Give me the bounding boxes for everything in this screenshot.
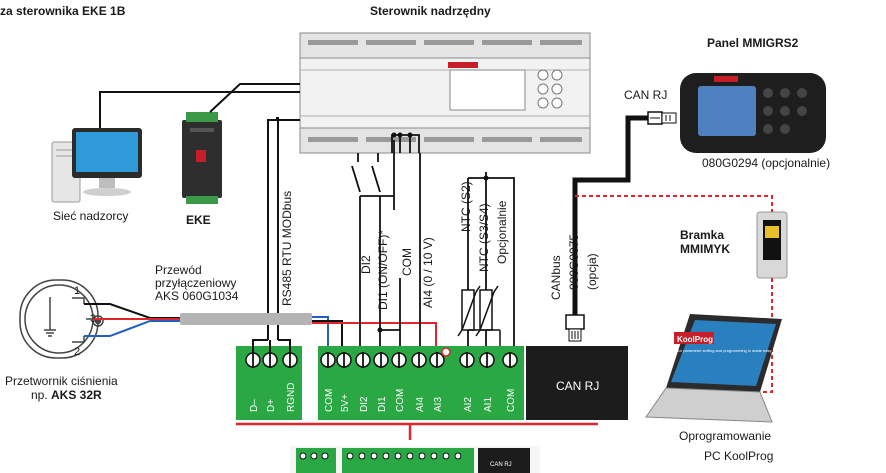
ai4-label: AI4 (0 / 10 V) (421, 237, 435, 308)
koolprog-screen-title: KoolProg (677, 335, 713, 344)
com-label: COM (400, 248, 414, 276)
panel-part-label: 080G0294 (opcjonalnie) (702, 156, 830, 170)
terminal-label-com-1: COM (324, 389, 335, 412)
transducer-label-1: Przetwornik ciśnienia (5, 374, 118, 388)
terminal-label-di1: DI1 (377, 396, 388, 412)
terminal-label-d-plus: D+ (266, 399, 277, 412)
di2-label: DI2 (359, 255, 373, 274)
terminal-label-ai2: AI2 (463, 397, 474, 412)
rj-connector-panel-icon (647, 111, 677, 125)
danfoss-logo-icon (448, 62, 478, 68)
panel-mmigrs2-icon (680, 73, 826, 153)
canbus-option-label: (opcja) (585, 253, 599, 290)
gateway-label-2: MMIMYK (680, 242, 730, 256)
rs485-label: RS485 RTU MODbus (280, 191, 294, 306)
di1-label: DI1 (ON/OFF)* (376, 230, 390, 310)
sensor-cable (180, 313, 312, 325)
koolprog-screen-tagline: Your parameter setting and programming i… (674, 348, 771, 353)
terminal-label-d-minus: D– (249, 399, 260, 412)
controller-mini-icon (290, 446, 540, 473)
sensor-pin-1: 1 (74, 285, 80, 297)
cable-label-2: przyłączeniowy (155, 276, 236, 290)
terminal-block-left (236, 346, 302, 420)
cable-label-1: Przewód (155, 263, 202, 277)
terminal-label-ai1: AI1 (483, 397, 494, 412)
ntc-s2-label: NTC (S2) (459, 181, 473, 232)
page-title-fragment: za sterownika EKE 1B (0, 4, 126, 18)
controller-display (449, 69, 526, 111)
can-rj-box (526, 346, 628, 420)
terminal-label-com-2: COM (395, 389, 406, 412)
ai3-marker-icon (441, 347, 451, 357)
supervisor-computer-icon (51, 128, 142, 203)
eke-module-icon (182, 112, 222, 204)
software-label-2: PC KoolProg (704, 449, 773, 463)
transducer-label-2: np. AKS 32R (31, 388, 102, 402)
canbus-label: CANbus (549, 255, 563, 300)
terminal-label-ai3: AI3 (433, 397, 444, 412)
eke-label: EKE (186, 213, 211, 227)
master-controller (299, 32, 591, 154)
panel-title: Panel MMIGRS2 (707, 36, 799, 50)
terminal-label-com-3: COM (506, 389, 517, 412)
terminal-block-main (318, 346, 524, 420)
cable-label-3: AKS 060G1034 (155, 289, 239, 303)
canbus-part-label: 080G0075 (567, 234, 581, 290)
software-label-1: Oprogramowanie (679, 429, 771, 443)
sensor-pin-2: 2 (74, 346, 80, 358)
terminal-label-di2: DI2 (359, 396, 370, 412)
ntc-s3s4-label: NTC (S3/S4) (477, 203, 491, 272)
panel-can-label: CAN RJ (624, 88, 667, 102)
laptop-koolprog-icon (645, 314, 782, 423)
master-controller-label: Sterownik nadrzędny (370, 4, 491, 18)
terminal-label-ai4: AI4 (415, 397, 426, 412)
terminal-label-rgnd: RGND (286, 383, 297, 412)
mini-can-rj-label: CAN RJ (490, 462, 512, 468)
network-label: Sieć nadzorcy (53, 209, 128, 223)
gateway-mmimyk-icon (756, 211, 788, 279)
terminal-label-5v: 5V+ (340, 394, 351, 412)
optional-label: Opcjonalnie (495, 200, 509, 264)
rj-connector-canbus-icon (565, 314, 585, 342)
can-rj-box-label: CAN RJ (556, 379, 599, 393)
gateway-label-1: Bramka (680, 228, 724, 242)
